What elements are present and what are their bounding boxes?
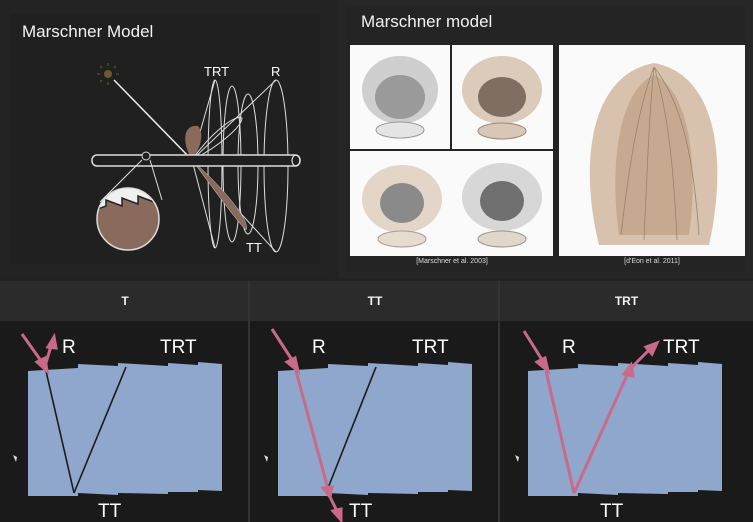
render-bottom — [350, 151, 553, 256]
hair-fiber — [91, 154, 301, 167]
marschner-model-panel: Marschner Model — [0, 0, 334, 278]
label-tt: TT — [349, 501, 373, 522]
column-trt-header: TRT — [500, 281, 753, 321]
column-t: T R TRT TT — [0, 281, 250, 522]
renders-area: Marschner model [Marschner et al. 2003] — [346, 6, 746, 272]
column-tt-header: TT — [250, 281, 500, 321]
render-top-left — [350, 45, 450, 149]
fiber-diagram-trt — [515, 330, 722, 496]
fiber-diagram-tt — [264, 328, 472, 522]
column-t-header: T — [0, 281, 250, 321]
column-trt: TRT R TRT TT — [500, 281, 753, 522]
caption-deon: [d'Eon et al. 2011] — [624, 258, 680, 265]
label-r: R — [562, 337, 576, 358]
column-divider — [498, 281, 500, 522]
render-top-right — [452, 45, 553, 149]
render-hair-deon — [559, 45, 745, 256]
r-lobe — [185, 125, 202, 160]
r-label: R — [271, 64, 281, 79]
column-trt-body: R TRT TT — [500, 321, 753, 522]
tt-lobe — [191, 159, 247, 231]
label-tt: TT — [98, 501, 122, 522]
left-panel-title: Marschner Model — [22, 22, 154, 41]
magnifier-point — [141, 151, 151, 161]
marschner-diagram — [91, 63, 301, 253]
mouse-cursor-icon — [13, 455, 17, 462]
column-tt-body: R TRT TT — [250, 321, 500, 522]
fiber-diagram-t — [13, 332, 222, 496]
label-tt: TT — [600, 501, 624, 522]
trt-label: TRT — [204, 64, 230, 79]
label-r: R — [62, 337, 76, 358]
label-trt: TRT — [663, 337, 700, 358]
marschner-diagram-area: Marschner Model — [10, 14, 320, 264]
mouse-cursor-icon — [264, 455, 268, 462]
caption-marschner: [Marschner et al. 2003] — [416, 258, 488, 265]
mouse-cursor-icon — [515, 455, 519, 462]
column-t-body: R TRT TT — [0, 321, 250, 522]
incident-ray — [113, 79, 193, 161]
scattering-paths-section: T R TRT TT TT — [0, 281, 753, 522]
label-trt: TRT — [160, 337, 197, 358]
column-divider — [248, 281, 250, 522]
column-tt: TT R TRT TT — [250, 281, 500, 522]
right-panel-title: Marschner model — [361, 12, 493, 31]
light-source-icon — [97, 63, 119, 85]
trt-lobe — [191, 117, 243, 161]
label-r: R — [312, 337, 326, 358]
tt-label: TT — [246, 240, 262, 255]
marschner-renders-panel: Marschner model [Marschner et al. 2003] — [338, 0, 753, 278]
label-trt: TRT — [412, 337, 449, 358]
cuticle-zoom-circle — [96, 187, 160, 251]
